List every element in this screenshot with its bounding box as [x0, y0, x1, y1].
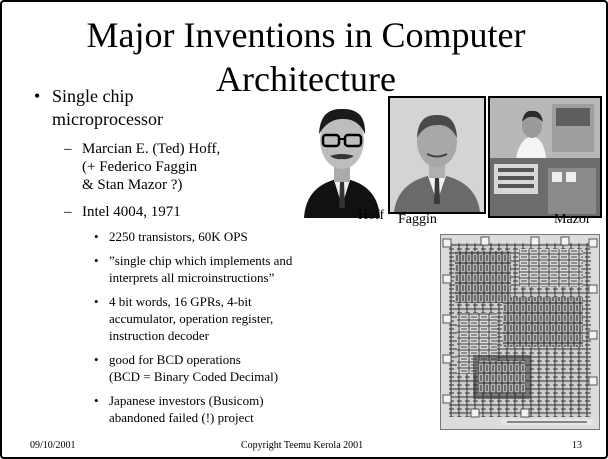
caption-faggin: Faggin: [398, 212, 437, 227]
detail-registers: accumulator, operation register,: [109, 311, 274, 326]
bullet-marker: •: [94, 393, 99, 408]
detail-word-size: 4 bit words, 16 GPRs, 4-bit: [109, 294, 252, 309]
detail-decoder: instruction decoder: [109, 328, 209, 343]
slide-title-line-1: Major Inventions in Computer: [86, 15, 526, 55]
detail-transistors: 2250 transistors, 60K OPS: [109, 229, 248, 244]
sub-bullet-hoff: Marcian E. (Ted) Hoff,: [82, 141, 221, 157]
hoff-photo: [300, 98, 384, 218]
footer-copyright: Copyright Teemu Kerola 2001: [241, 440, 364, 451]
bullet-marker: •: [94, 229, 99, 244]
sub-bullet-mazor: & Stan Mazor ?): [82, 177, 183, 193]
bullet-marker: •: [94, 253, 99, 268]
caption-mazor: Mazor: [554, 212, 591, 227]
sub-bullet-intel-4004: Intel 4004, 1971: [82, 204, 181, 220]
slide-title-line-2: Architecture: [216, 59, 396, 99]
detail-bcd: good for BCD operations: [109, 352, 241, 367]
dash-marker: –: [64, 204, 72, 220]
footer-date: 09/10/2001: [30, 440, 76, 451]
dash-marker: –: [64, 141, 72, 157]
faggin-photo: [388, 96, 486, 214]
detail-abandoned: abandoned failed (!) project: [109, 410, 254, 425]
bullet-marker: •: [94, 352, 99, 367]
sub-bullet-faggin: (+ Federico Faggin: [82, 159, 198, 175]
bullet-marker: •: [34, 86, 41, 106]
bullet-single-chip: Single chip: [52, 86, 134, 106]
detail-quote-line-2: interprets all microinstructions”: [109, 270, 275, 285]
detail-busicom: Japanese investors (Busicom): [109, 393, 264, 408]
intel-4004-die-image: [440, 234, 600, 430]
footer-page-number: 13: [572, 440, 582, 451]
detail-bcd-definition: (BCD = Binary Coded Decimal): [109, 369, 279, 384]
caption-hoff: Hoff: [358, 208, 385, 223]
mazor-photo: [488, 96, 602, 218]
detail-quote-line-1: ”single chip which implements and: [109, 253, 293, 268]
bullet-microprocessor: microprocessor: [52, 109, 163, 129]
bullet-marker: •: [94, 294, 99, 309]
